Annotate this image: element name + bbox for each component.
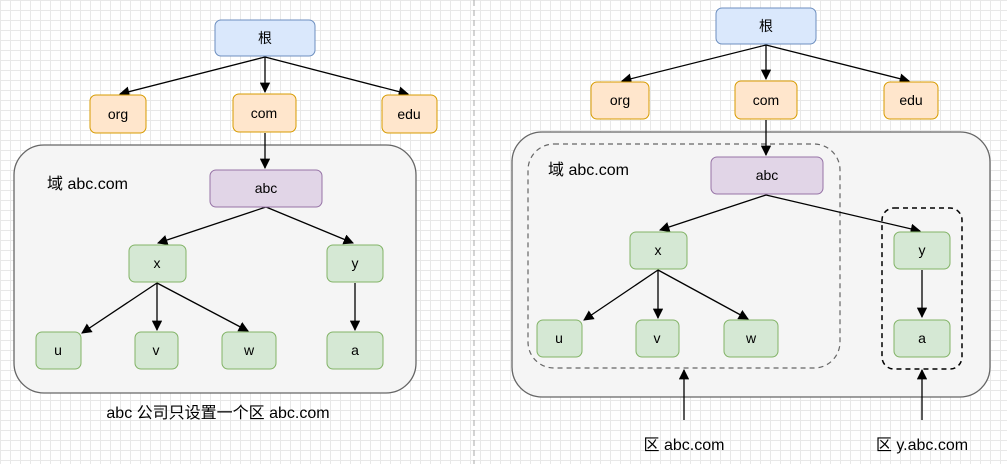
left-org-abc-label: abc xyxy=(255,180,278,196)
left-node-y-label: y xyxy=(352,255,359,271)
right-tld-com-label: com xyxy=(753,92,779,108)
right-node-a-label: a xyxy=(918,330,926,346)
right-node-x-label: x xyxy=(655,242,662,258)
left-tld-org-node: org xyxy=(89,94,147,134)
left-node-a-label: a xyxy=(351,342,359,358)
right-org-abc-node: abc xyxy=(710,156,824,195)
right-edges xyxy=(583,44,928,420)
right-domain-label: 域 abc.com xyxy=(548,161,629,179)
right-node-u: u xyxy=(536,319,583,358)
left-tld-com-label: com xyxy=(251,105,277,121)
left-node-y: y xyxy=(326,244,384,283)
right-node-v: v xyxy=(635,319,680,358)
left-tld-com-node: com xyxy=(232,93,297,133)
right-panel: 域 abc.com 根 org com xyxy=(511,7,991,454)
right-root-node: 根 xyxy=(715,7,817,45)
right-tld-edu-node: edu xyxy=(883,81,939,120)
right-org-abc-label: abc xyxy=(756,167,779,183)
zone1-label: 区 abc.com xyxy=(644,437,725,454)
left-node-u-label: u xyxy=(54,342,62,358)
zone2-dashed-box xyxy=(881,207,963,370)
left-node-v: v xyxy=(134,331,179,370)
right-tld-com-node: com xyxy=(734,80,798,120)
left-root-label: 根 xyxy=(258,30,272,46)
left-node-w-label: w xyxy=(243,342,255,358)
left-tld-edu-node: edu xyxy=(381,94,438,134)
right-tld-org-node: org xyxy=(590,81,650,120)
left-node-v-label: v xyxy=(153,342,160,358)
left-edges xyxy=(81,56,410,334)
zone1-dashed-box xyxy=(527,143,841,369)
left-domain-label: 域 abc.com xyxy=(47,175,128,193)
left-node-w: w xyxy=(221,331,277,370)
left-node-x: x xyxy=(128,244,187,283)
left-node-a: a xyxy=(326,331,384,370)
left-node-u: u xyxy=(35,331,82,370)
right-domain-box xyxy=(511,131,991,398)
left-caption: abc 公司只设置一个区 abc.com xyxy=(106,404,329,422)
right-node-y-label: y xyxy=(919,242,926,258)
right-tld-org-label: org xyxy=(610,92,630,108)
zone2-label: 区 y.abc.com xyxy=(876,437,968,454)
right-node-y: y xyxy=(893,231,951,270)
right-node-v-label: v xyxy=(654,330,661,346)
left-tld-edu-label: edu xyxy=(397,106,420,122)
left-node-x-label: x xyxy=(154,255,161,271)
right-node-a: a xyxy=(893,319,951,358)
left-root-node: 根 xyxy=(214,19,316,57)
right-node-w-label: w xyxy=(745,330,757,346)
right-root-label: 根 xyxy=(759,18,773,34)
left-org-abc-node: abc xyxy=(209,169,323,208)
right-node-x: x xyxy=(629,231,688,270)
left-panel: 域 abc.com 根 org com edu xyxy=(13,19,438,422)
right-node-u-label: u xyxy=(555,330,563,346)
left-tld-org-label: org xyxy=(108,106,128,122)
right-node-w: w xyxy=(723,319,779,358)
right-tld-edu-label: edu xyxy=(899,92,922,108)
